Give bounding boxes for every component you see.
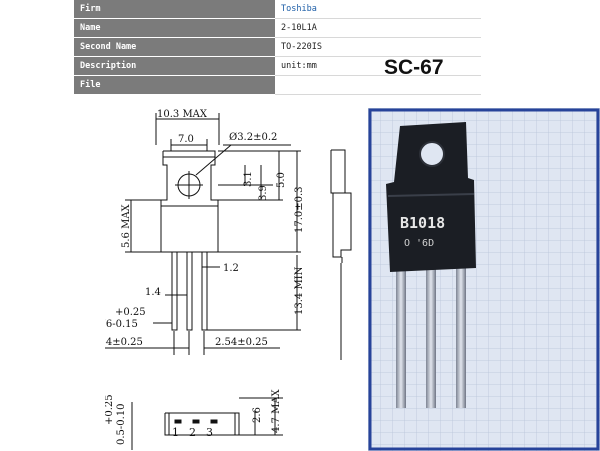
component-photo: B1018 O '6D bbox=[368, 108, 600, 451]
info-label: Second Name bbox=[74, 37, 275, 57]
info-row-name: Name 2-10L1A bbox=[74, 18, 481, 38]
transistor-body bbox=[386, 122, 476, 272]
lead-2 bbox=[426, 268, 436, 408]
info-value: TO-220IS bbox=[275, 37, 481, 57]
pin-2-label: 2 bbox=[189, 426, 196, 439]
dim-tab-width: 7.0 bbox=[178, 134, 194, 145]
lead-1 bbox=[396, 268, 406, 408]
dim-1-2: 1.2 bbox=[223, 263, 239, 274]
dim-hole-diameter: Ø3.2±0.2 bbox=[229, 132, 277, 143]
part-info-table: Firm Toshiba Name 2-10L1A Second Name TO… bbox=[74, 0, 481, 95]
dim-17-0: 17.0±0.3 bbox=[294, 186, 305, 233]
info-row-second-name: Second Name TO-220IS bbox=[74, 37, 481, 57]
photo-marking-line2: O '6D bbox=[404, 238, 434, 249]
dim-tol-minus: 0.76-0.15 bbox=[105, 319, 138, 330]
info-value: 2-10L1A bbox=[275, 18, 481, 38]
info-value bbox=[275, 75, 481, 95]
dim-13-4-min: 13.4 MIN bbox=[294, 266, 305, 315]
dim-3-9: 3.9 bbox=[258, 185, 269, 201]
dim-2-6: 2.6 bbox=[252, 407, 263, 423]
info-label: Firm bbox=[74, 0, 275, 19]
package-drawing: 10.3 MAX 7.0 Ø3.2±0.2 3.1 3.9 5.0 17.0±0… bbox=[105, 109, 352, 450]
photo-marking-line1: B1018 bbox=[400, 214, 445, 232]
dim-tol-plus: +0.25 bbox=[115, 307, 146, 318]
pin-3-label: 3 bbox=[206, 426, 213, 439]
info-value: unit:mm bbox=[275, 56, 481, 76]
dim-pitch-right: 2.54±0.25 bbox=[215, 337, 268, 348]
info-label: File bbox=[74, 75, 275, 95]
mounting-hole bbox=[419, 141, 445, 167]
info-row-file: File bbox=[74, 75, 481, 95]
info-row-firm: Firm Toshiba bbox=[74, 0, 481, 19]
dim-thickness-minus: 0.5-0.10 bbox=[116, 403, 127, 445]
dim-3-1: 3.1 bbox=[243, 171, 254, 187]
dim-4-7-max: 4.7 MAX bbox=[271, 388, 282, 433]
pin-1-label: 1 bbox=[172, 426, 179, 439]
lead-3 bbox=[456, 268, 466, 408]
dim-1-4: 1.4 bbox=[145, 287, 161, 298]
dim-5-6-max: 5.6 MAX bbox=[121, 203, 132, 248]
dim-width-max: 10.3 MAX bbox=[157, 109, 208, 120]
info-row-description: Description unit:mm bbox=[74, 56, 481, 76]
firm-link[interactable]: Toshiba bbox=[275, 0, 481, 19]
package-title: SC-67 bbox=[384, 56, 444, 79]
info-label: Description bbox=[74, 56, 275, 76]
dim-pitch-left: 2.54±0.25 bbox=[105, 337, 143, 348]
info-label: Name bbox=[74, 18, 275, 38]
dim-5-0: 5.0 bbox=[276, 172, 287, 188]
dim-thickness-plus: +0.25 bbox=[105, 394, 115, 425]
